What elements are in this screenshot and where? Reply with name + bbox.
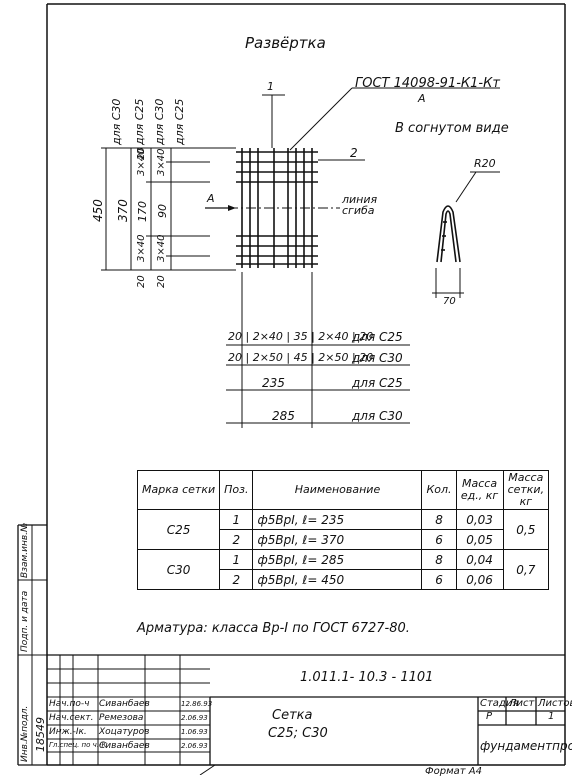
cell-mass: 0,06: [455, 569, 504, 590]
side-label-sign: Подп. и дата: [20, 590, 30, 652]
dim-450: 450: [91, 199, 105, 222]
cell-mass: 0,05: [455, 529, 504, 550]
dim-3x40-bot-b: 3×40: [156, 234, 167, 262]
cell-mass: 0,04: [455, 549, 504, 570]
cell-qty: 8: [421, 509, 457, 530]
side-label-inv-number: 18549: [34, 717, 47, 752]
cell-name: ф5ВрI, ℓ= 285: [252, 549, 423, 570]
dim-20-bot: 20: [136, 275, 147, 288]
th-mark: Марка сетки: [136, 470, 221, 510]
dim-170: 170: [136, 201, 149, 222]
cell-total: 0,5: [502, 509, 550, 550]
bent-view: [436, 205, 461, 263]
dim-for-c25-a: для С25: [133, 98, 146, 145]
cell-qty: 6: [421, 569, 457, 590]
sheets-header: Листов: [538, 698, 572, 709]
staff-date: 2.06.93: [181, 742, 208, 750]
width-70: 70: [443, 296, 456, 307]
drawing-title: Развёртка: [245, 34, 326, 52]
staff-role: Нач.по-ч: [49, 699, 90, 709]
leader-2: 2: [350, 146, 358, 160]
cell-name: ф5ВрI, ℓ= 450: [252, 569, 423, 590]
hdim-row3-note: для С25: [352, 376, 403, 390]
doc-code: 1.011.1- 10.3 - 1101: [300, 670, 434, 685]
arrow-a-label: А: [207, 192, 215, 205]
format-label: Формат А4: [425, 766, 482, 777]
cell-pos: 2: [219, 529, 254, 550]
staff-name: Ремезова: [99, 713, 144, 723]
cell-name: ф5ВрI, ℓ= 235: [252, 509, 423, 530]
hdim-row2: 20 | 2×50 | 45 | 2×50 | 20: [228, 351, 374, 364]
th-pos: Поз.: [219, 470, 254, 510]
doc-name-1: Сетка: [272, 708, 313, 723]
org-name: фундаментпроект: [480, 739, 572, 753]
cell-pos: 1: [219, 509, 254, 530]
dim-3x40-top-b: 3×40: [156, 148, 167, 176]
bend-line-label-1: линия: [342, 193, 378, 206]
reinforcement-note: Арматура: класса Вр-I по ГОСТ 6727-80.: [137, 621, 410, 636]
hdim-row2-note: для С30: [352, 351, 403, 365]
cell-total: 0,7: [502, 549, 550, 590]
th-mass: Масса ед., кг: [455, 470, 504, 510]
staff-role: Инж.-Iк.: [49, 727, 87, 737]
side-label-inv: Инв.№подл.: [20, 705, 30, 762]
dim-90: 90: [156, 204, 169, 218]
side-label-replace: Взам.инв.№: [20, 522, 30, 578]
cell-name: ф5ВрI, ℓ= 370: [252, 529, 423, 550]
hdim-row3: 235: [262, 376, 285, 390]
table-row: С25 1 ф5ВрI, ℓ= 235 8 0,03 0,5: [136, 509, 550, 550]
staff-date: 12.86.93: [181, 700, 213, 708]
dim-370: 370: [116, 199, 130, 222]
table-row: С30 1 ф5ВрI, ℓ= 285 8 0,04 0,7: [136, 549, 550, 590]
staff-name: Хоцатуров: [99, 727, 150, 737]
staff-role: Гл.спец. по ч.-К: [49, 741, 107, 749]
dim-for-c30-a: для С30: [110, 98, 123, 145]
cell-qty: 6: [421, 529, 457, 550]
spec-table-header: Марка сетки Поз. Наименование Кол. Масса…: [136, 470, 550, 510]
cell-mark: С30: [136, 549, 221, 590]
cell-pos: 2: [219, 569, 254, 590]
radius-label: R20: [474, 157, 496, 170]
cell-mark: С25: [136, 509, 221, 550]
dim-for-c30-b: для С30: [153, 98, 166, 145]
dim-20-bot-b: 20: [156, 275, 167, 288]
sheet-header: Лист: [509, 698, 535, 709]
dim-20-top: 20: [136, 147, 147, 160]
stage-header: Стадия: [480, 698, 519, 709]
staff-role: Нач.сект.: [49, 713, 94, 723]
cell-pos: 1: [219, 549, 254, 570]
dim-for-c25-b: для С25: [173, 98, 186, 145]
hdim-row1: 20 | 2×40 | 35 | 2×40 | 20: [228, 330, 374, 343]
dim-3x40-bot: 3×40: [136, 234, 147, 262]
stage-value: Р: [486, 711, 493, 722]
hdim-row4: 285: [272, 409, 295, 423]
table-row: 2 ф5ВрI, ℓ= 450 6 0,06: [138, 569, 549, 590]
staff-name: Сиванбаев: [99, 699, 150, 709]
hdim-row4-note: для С30: [352, 409, 403, 423]
sheets-value: 1: [548, 711, 555, 722]
callout-a: А: [418, 92, 426, 105]
leader-1: 1: [267, 80, 274, 93]
staff-date: 1.06.93: [181, 728, 208, 736]
spec-table: Марка сетки Поз. Наименование Кол. Масса…: [136, 470, 550, 590]
doc-name-2: С25; С30: [268, 726, 328, 741]
bent-view-label: В согнутом виде: [395, 121, 509, 136]
bend-line-label-2: сгиба: [342, 204, 375, 217]
hdim-row1-note: для С25: [352, 330, 403, 344]
gost-callout: ГОСТ 14098-91-К1-Кт: [355, 76, 500, 91]
th-name: Наименование: [252, 470, 423, 510]
th-qty: Кол.: [421, 470, 457, 510]
th-total: Масса сетки, кг: [502, 470, 550, 510]
cell-qty: 8: [421, 549, 457, 570]
staff-name: Сиванбаев: [99, 741, 150, 751]
cell-mass: 0,03: [455, 509, 504, 530]
staff-date: 2.06.93: [181, 714, 208, 722]
